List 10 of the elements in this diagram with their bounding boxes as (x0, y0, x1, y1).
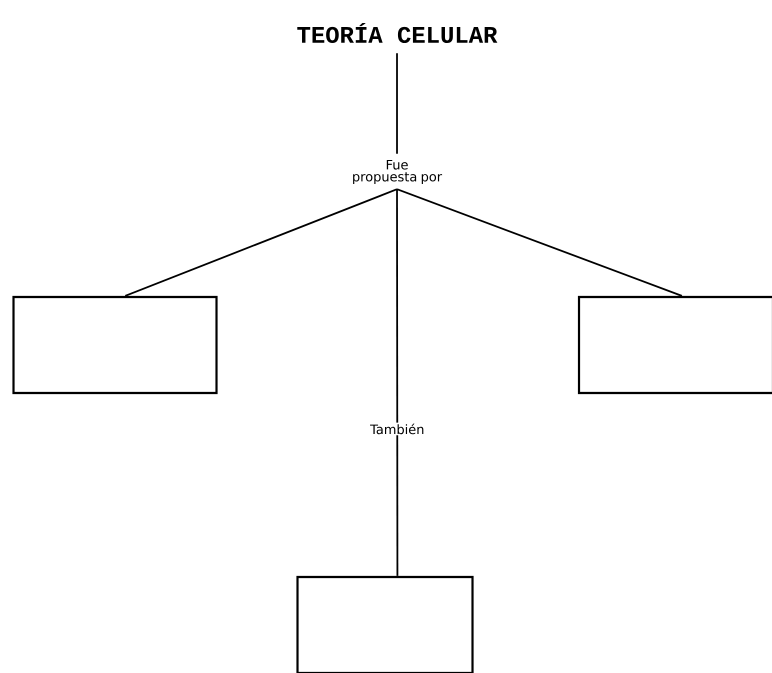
empty-box (578, 296, 772, 394)
title: TEORÍA CELULAR (297, 22, 498, 44)
connector-line (396, 53, 398, 154)
connector-line (396, 188, 682, 297)
connector-line (396, 189, 398, 576)
empty-box (296, 576, 474, 673)
empty-box (12, 296, 218, 394)
connector-line (124, 188, 398, 297)
edge-label: También (369, 422, 426, 436)
connector-text: Fue propuesta por (353, 160, 442, 184)
